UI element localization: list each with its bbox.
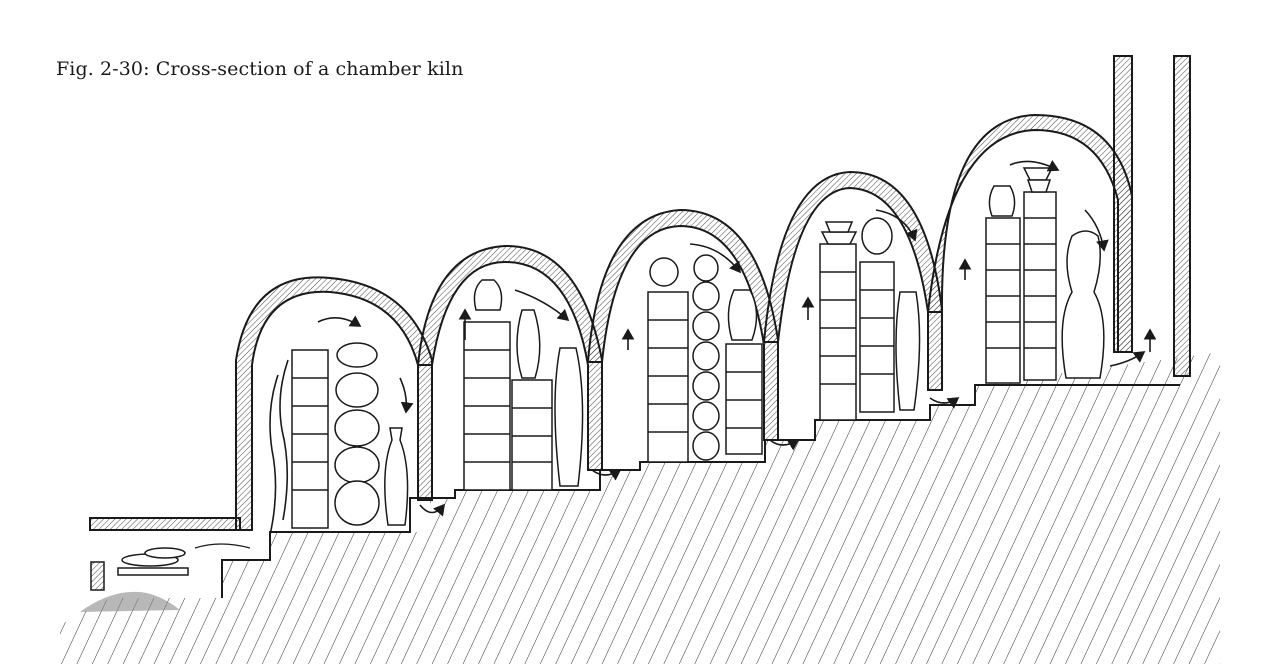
- firewood-icon: [117, 547, 189, 576]
- firebox: [80, 517, 251, 612]
- figure-caption: Fig. 2-30: Cross-section of a chamber ki…: [56, 58, 464, 80]
- ground: [60, 352, 1220, 664]
- chamber-vaults: [235, 55, 1191, 531]
- airflow-arrows: [269, 159, 1157, 536]
- ware-stacks: [291, 167, 1105, 529]
